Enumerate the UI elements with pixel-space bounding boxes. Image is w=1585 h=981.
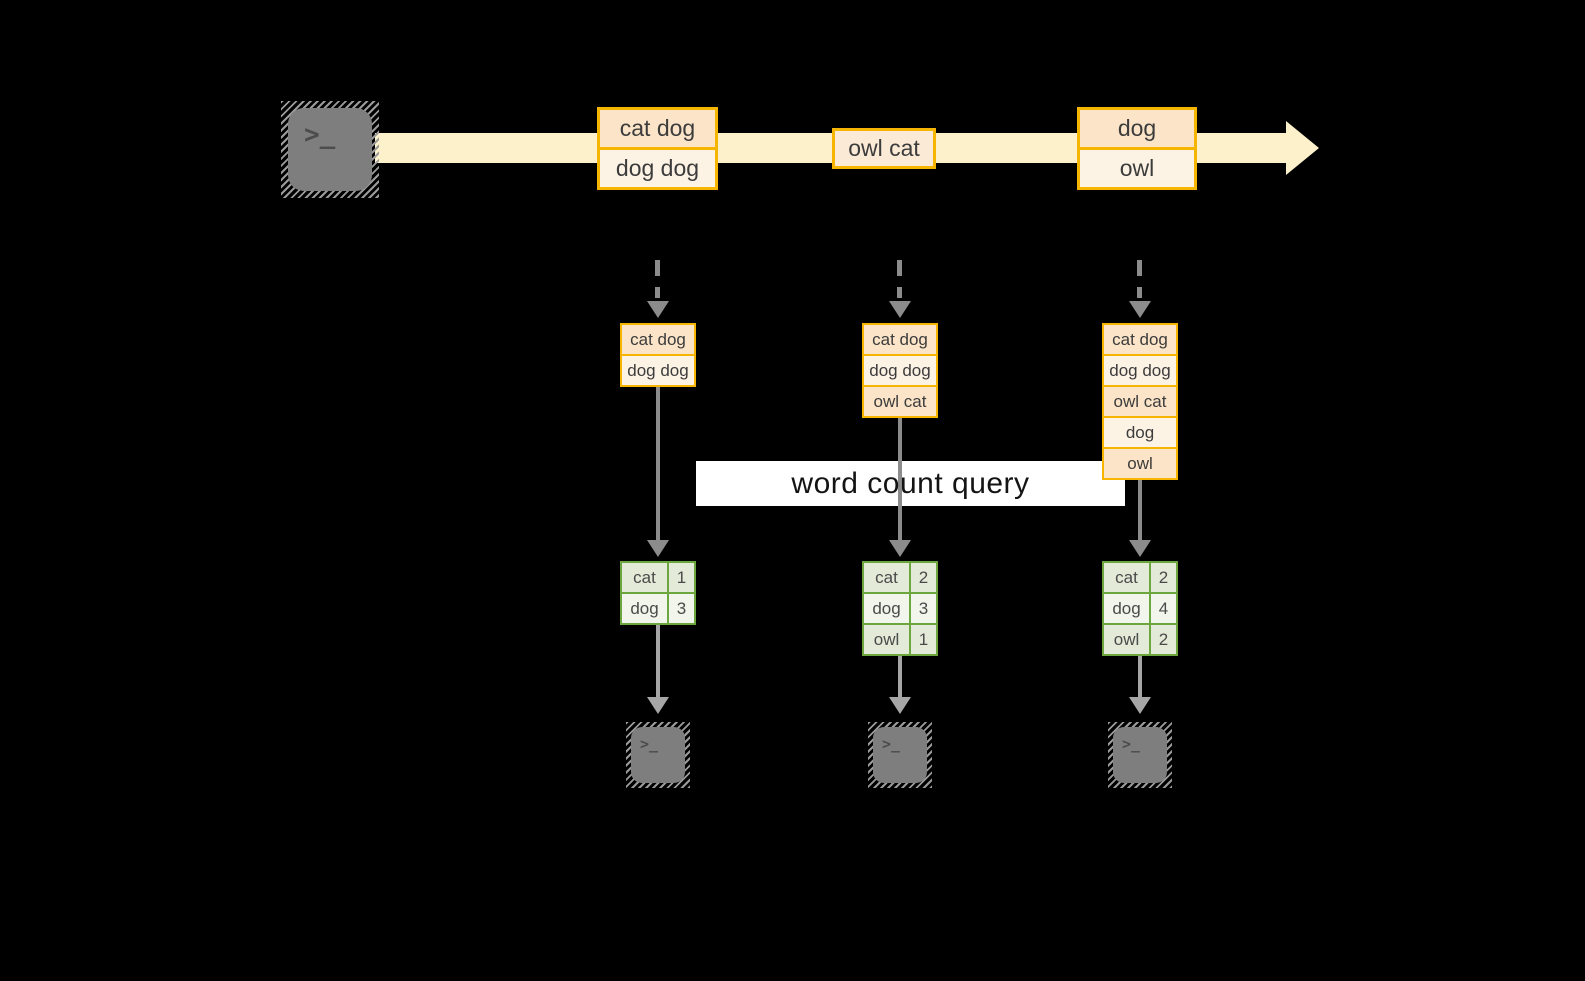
event-record: dog dog — [600, 150, 715, 187]
sink-terminal-icon: >_ — [868, 722, 932, 788]
down-arrowhead-icon — [1129, 301, 1151, 318]
terminal-prompt-glyph: >_ — [631, 727, 685, 783]
result-word: cat — [864, 563, 909, 592]
stack-record: dog — [1104, 418, 1176, 447]
connector-line — [1138, 656, 1142, 697]
stack-record: owl — [1104, 449, 1176, 478]
result-count: 1 — [669, 563, 694, 592]
stack-record: dog dog — [1104, 356, 1176, 385]
down-arrowhead-icon — [647, 540, 669, 557]
stack-record: owl cat — [1104, 387, 1176, 416]
result-word: owl — [864, 625, 909, 654]
event-stack-1: cat dog dog dog — [620, 323, 696, 387]
event-record: cat dog — [600, 110, 715, 147]
dashed-arrow-line — [655, 260, 660, 298]
result-table-1: cat 1 dog 3 — [620, 561, 696, 625]
stack-record: cat dog — [622, 325, 694, 354]
result-count: 3 — [911, 594, 936, 623]
result-word: owl — [1104, 625, 1149, 654]
down-arrowhead-icon — [647, 301, 669, 318]
stream-arrowhead-icon — [1286, 121, 1319, 175]
sink-terminal-icon: >_ — [1108, 722, 1172, 788]
result-table-3: cat 2 dog 4 owl 2 — [1102, 561, 1178, 656]
connector-line — [656, 387, 660, 540]
result-count: 3 — [669, 594, 694, 623]
dashed-arrow-line — [897, 260, 902, 298]
stack-record: dog dog — [864, 356, 936, 385]
result-word: cat — [622, 563, 667, 592]
connector-line — [1138, 480, 1142, 540]
down-arrowhead-icon — [889, 301, 911, 318]
result-count: 1 — [911, 625, 936, 654]
result-word: dog — [1104, 594, 1149, 623]
event-stack-2: cat dog dog dog owl cat — [862, 323, 938, 418]
result-table-2: cat 2 dog 3 owl 1 — [862, 561, 938, 656]
stream-event-box-3: dog owl — [1077, 107, 1197, 190]
stream-event-box-1: cat dog dog dog — [597, 107, 718, 190]
down-arrowhead-icon — [889, 540, 911, 557]
terminal-prompt-glyph: >_ — [1113, 727, 1167, 783]
result-count: 4 — [1151, 594, 1176, 623]
stack-record: owl cat — [864, 387, 936, 416]
source-terminal-icon: >_ — [281, 101, 379, 198]
stream-event-box-2: owl cat — [832, 128, 936, 169]
stack-record: cat dog — [1104, 325, 1176, 354]
event-record: owl — [1080, 150, 1194, 187]
dashed-arrow-line — [1137, 260, 1142, 298]
down-arrowhead-icon — [647, 697, 669, 714]
event-stack-3: cat dog dog dog owl cat dog owl — [1102, 323, 1178, 480]
event-record: owl cat — [835, 131, 933, 166]
result-word: dog — [622, 594, 667, 623]
result-count: 2 — [1151, 563, 1176, 592]
result-word: dog — [864, 594, 909, 623]
connector-line — [656, 625, 660, 697]
terminal-prompt-glyph: >_ — [288, 108, 372, 191]
sink-terminal-icon: >_ — [626, 722, 690, 788]
result-word: cat — [1104, 563, 1149, 592]
stack-record: dog dog — [622, 356, 694, 385]
connector-line — [898, 656, 902, 697]
down-arrowhead-icon — [889, 697, 911, 714]
query-band — [696, 461, 1125, 506]
connector-line — [898, 418, 902, 540]
terminal-prompt-glyph: >_ — [873, 727, 927, 783]
query-label: word count query — [791, 467, 1030, 500]
down-arrowhead-icon — [1129, 697, 1151, 714]
result-count: 2 — [1151, 625, 1176, 654]
event-record: dog — [1080, 110, 1194, 147]
down-arrowhead-icon — [1129, 540, 1151, 557]
stack-record: cat dog — [864, 325, 936, 354]
result-count: 2 — [911, 563, 936, 592]
